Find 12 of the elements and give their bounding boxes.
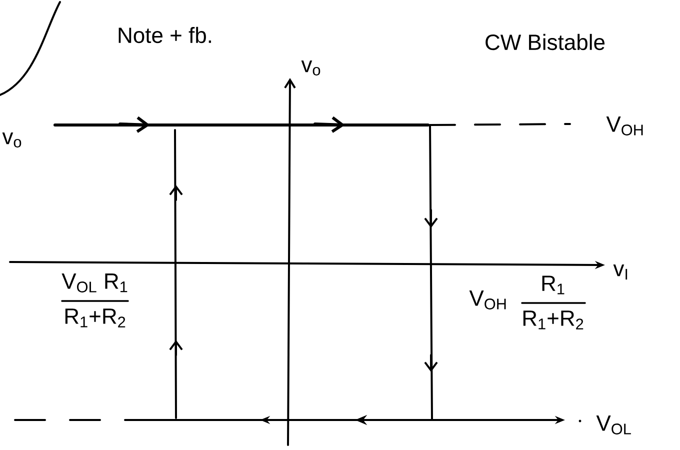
threshold-label: V$_{OH}$ — [469, 290, 506, 310]
axis-label: v$_{o}$ — [301, 60, 320, 76]
level-label: V$_{OL}$ — [596, 416, 631, 434]
threshold-label: R$_{1}$+R$_{2}$ — [523, 310, 584, 330]
axis-label: v$_{I}$ — [613, 264, 628, 280]
level-label: V$_{OH}$ — [606, 116, 643, 136]
threshold-label: V$_{OL}$ R$_{1}$ — [62, 274, 128, 292]
threshold-label: R$_{1}$+R$_{2}$ — [65, 308, 126, 328]
threshold-label: R$_{1}$ — [542, 276, 564, 294]
axis-label: v$_{o}$ — [2, 132, 22, 148]
title-text: CW Bistable — [486, 34, 605, 50]
note-text: Note + fb. — [118, 26, 211, 44]
